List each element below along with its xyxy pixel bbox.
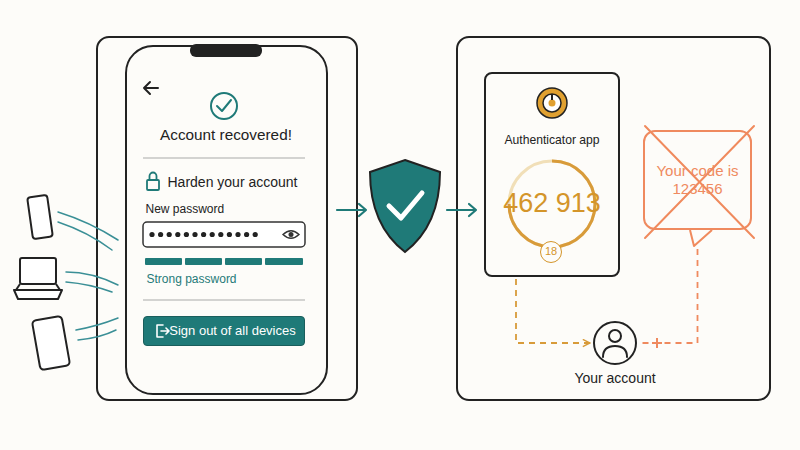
password-field bbox=[143, 222, 305, 247]
device-icon bbox=[16, 284, 20, 290]
app-name: Authenticator app bbox=[484, 133, 620, 148]
device-icon bbox=[32, 316, 70, 370]
flow-arrow bbox=[447, 204, 476, 216]
app-icon bbox=[551, 94, 553, 100]
password-dot bbox=[184, 232, 189, 237]
strength-bar bbox=[145, 258, 303, 265]
strength-label: Strong password bbox=[147, 272, 297, 286]
password-dot bbox=[158, 232, 163, 237]
password-field bbox=[149, 232, 257, 237]
check-icon bbox=[211, 93, 237, 119]
motion-line bbox=[58, 222, 112, 250]
password-dot bbox=[175, 232, 180, 237]
back-arrow bbox=[144, 82, 158, 94]
plus-marker bbox=[652, 338, 662, 348]
lock-icon bbox=[150, 173, 157, 180]
strength-bar bbox=[225, 258, 262, 265]
authenticator-card: Authenticator app 462 913 18 bbox=[484, 72, 620, 277]
motion-line bbox=[78, 330, 116, 340]
app-icon bbox=[537, 88, 567, 118]
field-label: New password bbox=[146, 202, 296, 216]
device-icon bbox=[56, 284, 60, 290]
password-dot bbox=[253, 232, 258, 237]
sign-out-icon bbox=[154, 323, 170, 339]
password-dot bbox=[235, 232, 240, 237]
flow-arrow bbox=[337, 204, 366, 216]
check-icon bbox=[217, 100, 231, 111]
password-dot bbox=[210, 232, 215, 237]
strike-cross bbox=[645, 126, 754, 238]
shield-icon bbox=[389, 193, 422, 218]
sms-message: Your code is 123456 bbox=[645, 132, 750, 228]
person-icon bbox=[603, 330, 627, 357]
password-dot bbox=[201, 232, 206, 237]
person-icon bbox=[609, 330, 621, 342]
otp-code: 462 913 bbox=[484, 187, 620, 219]
screen-title: Account recovered! bbox=[125, 126, 328, 144]
sms-bubble: Your code is 123456 bbox=[643, 130, 752, 230]
shield-icon bbox=[370, 160, 440, 252]
password-dot bbox=[149, 232, 154, 237]
app-icon bbox=[537, 88, 567, 118]
divider bbox=[143, 299, 305, 300]
device-icon bbox=[27, 195, 53, 239]
section-heading: Harden your account bbox=[168, 174, 318, 191]
motion-line bbox=[76, 318, 118, 330]
sms-tail bbox=[690, 230, 712, 246]
password-dot bbox=[167, 232, 172, 237]
lock-icon bbox=[147, 180, 159, 190]
password-dot bbox=[192, 232, 197, 237]
strength-bar bbox=[265, 258, 303, 265]
panel-frame bbox=[97, 37, 770, 400]
panel-frame bbox=[97, 37, 357, 400]
dashed-connector bbox=[516, 279, 590, 343]
app-icon bbox=[549, 100, 556, 107]
dashed-connector bbox=[516, 279, 590, 343]
password-dot bbox=[218, 232, 223, 237]
device-icon bbox=[20, 258, 56, 284]
account-label: Your account bbox=[574, 370, 655, 387]
strike-cross bbox=[645, 126, 754, 238]
back-arrow bbox=[144, 82, 158, 94]
password-field bbox=[283, 231, 299, 239]
motion-line bbox=[66, 282, 112, 292]
phone-screen: Account recovered! Harden your accountNew… bbox=[125, 45, 328, 395]
account-circle: Your account bbox=[593, 321, 637, 365]
shield-icon bbox=[370, 160, 440, 252]
timer-badge: 18 bbox=[540, 241, 562, 263]
password-dot bbox=[227, 232, 232, 237]
sms-tail bbox=[690, 230, 712, 246]
password-field bbox=[289, 232, 294, 237]
person-icon bbox=[603, 346, 627, 357]
sign-out-icon bbox=[157, 325, 169, 337]
strength-bar bbox=[185, 258, 222, 265]
lock-icon bbox=[147, 173, 159, 190]
divider bbox=[143, 157, 305, 158]
panel-frame bbox=[457, 37, 770, 400]
password-dot bbox=[244, 232, 249, 237]
action-button: Sign out of all devices bbox=[143, 316, 305, 346]
password-field bbox=[143, 222, 305, 247]
device-icon bbox=[14, 290, 62, 299]
strike-cross bbox=[645, 126, 754, 238]
device-icon bbox=[14, 195, 70, 370]
strength-bar bbox=[145, 258, 182, 265]
timer-seconds: 18 bbox=[541, 242, 561, 262]
motion-line bbox=[58, 212, 118, 340]
check-icon bbox=[211, 93, 237, 119]
dashed-connector bbox=[641, 249, 698, 343]
app-icon bbox=[543, 94, 561, 112]
dashed-connector bbox=[641, 249, 698, 348]
